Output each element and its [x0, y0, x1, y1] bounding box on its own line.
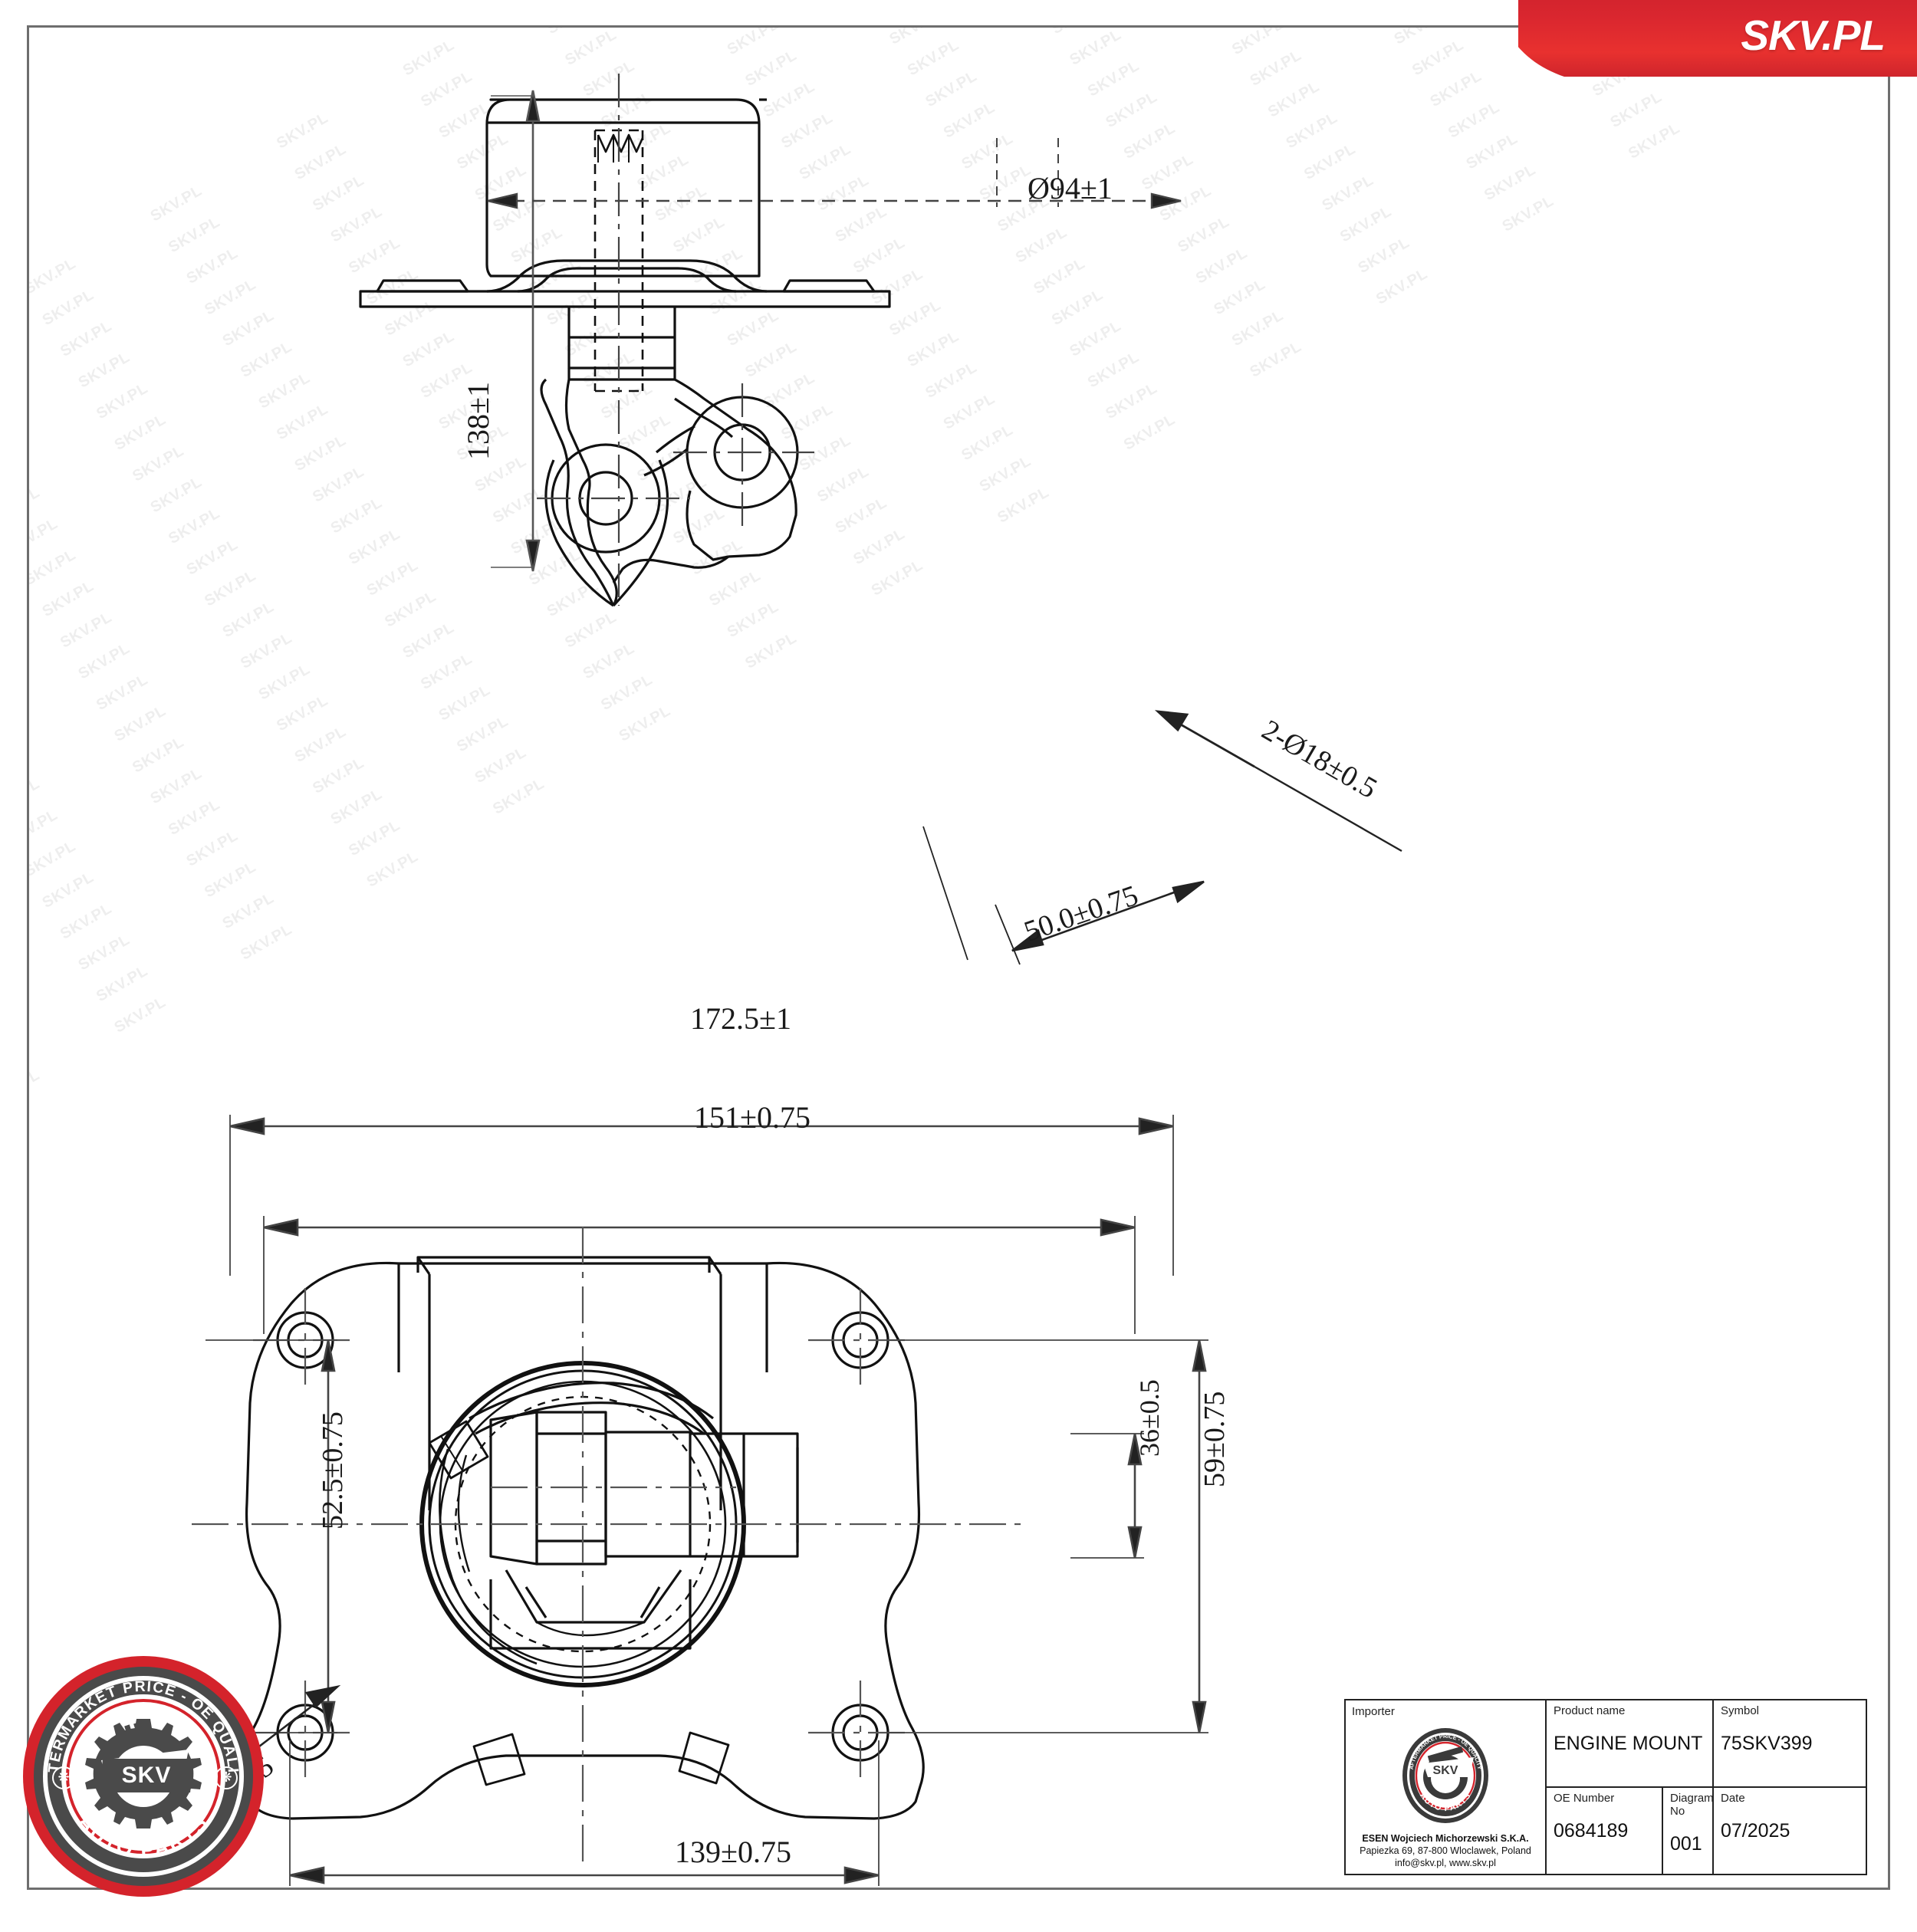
- banner-label: SKV.PL: [1741, 12, 1886, 59]
- svg-text:SKV: SKV: [1433, 1764, 1458, 1777]
- diagram-no-label: Diagram No: [1670, 1792, 1714, 1818]
- importer-label: Importer: [1352, 1705, 1395, 1718]
- badge-star-right-icon: ❋: [215, 1766, 238, 1789]
- date-value: 07/2025: [1721, 1820, 1790, 1842]
- dim-bottom-width: 139±0.75: [675, 1835, 791, 1869]
- dim-left-vertical: 52.5±0.75: [317, 1411, 349, 1530]
- badge-skv-text: SKV: [121, 1763, 172, 1788]
- badge-skv-plate: SKV: [100, 1759, 193, 1792]
- oe-number-cell: OE Number 0684189: [1547, 1788, 1663, 1874]
- oe-number-value: 0684189: [1554, 1820, 1629, 1842]
- date-cell: Date 07/2025: [1714, 1788, 1866, 1874]
- symbol-cell: Symbol 75SKV399: [1714, 1700, 1866, 1786]
- dim-hole-pitch-width: 151±0.75: [694, 1100, 811, 1135]
- title-block-importer-cell: Importer SKV AFTERMARK: [1346, 1700, 1547, 1874]
- dim-total-height: 138±1: [461, 382, 495, 460]
- badge-star-left-icon: ❋: [52, 1766, 75, 1789]
- plan-view: [154, 1115, 1208, 1886]
- importer-address-block: ESEN Wojciech Michorzewski S.K.A. Papiez…: [1346, 1832, 1545, 1869]
- title-block-fields: Product name ENGINE MOUNT Symbol 75SKV39…: [1547, 1700, 1866, 1874]
- title-block: Importer SKV AFTERMARK: [1344, 1699, 1867, 1875]
- side-elevation-view: [359, 74, 1402, 965]
- diagram-no-cell: Diagram No 001: [1663, 1788, 1714, 1874]
- product-name-value: ENGINE MOUNT: [1554, 1733, 1703, 1754]
- skv-quality-badge: AFTERMARKET PRICE - OE QUALITY AUTO PART…: [17, 1650, 270, 1903]
- symbol-label: Symbol: [1721, 1704, 1760, 1717]
- importer-company: ESEN Wojciech Michorzewski S.K.A.: [1362, 1833, 1529, 1844]
- skv-logo-icon: SKV AFTERMARKET PRICE - OE QUALITY AUTO …: [1402, 1728, 1488, 1823]
- banner-shape: [1518, 0, 1917, 77]
- skv-banner: SKV.PL: [1518, 0, 1917, 77]
- dim-right-vertical: 59±0.75: [1199, 1391, 1231, 1487]
- dim-bolt-spacing-top: Ø94±1: [1028, 171, 1113, 205]
- date-label: Date: [1721, 1792, 1745, 1805]
- importer-address: Papiezka 69, 87-800 Wloclawek, Poland: [1360, 1845, 1531, 1856]
- diagram-no-value: 001: [1670, 1833, 1702, 1855]
- importer-contact: info@skv.pl, www.skv.pl: [1395, 1858, 1496, 1868]
- product-name-cell: Product name ENGINE MOUNT: [1547, 1700, 1714, 1786]
- oe-number-label: OE Number: [1554, 1792, 1615, 1805]
- product-name-label: Product name: [1554, 1704, 1626, 1717]
- dim-inner-vertical: 36±0.5: [1134, 1379, 1165, 1457]
- dim-overall-width: 172.5±1: [690, 1001, 791, 1036]
- symbol-value: 75SKV399: [1721, 1733, 1813, 1754]
